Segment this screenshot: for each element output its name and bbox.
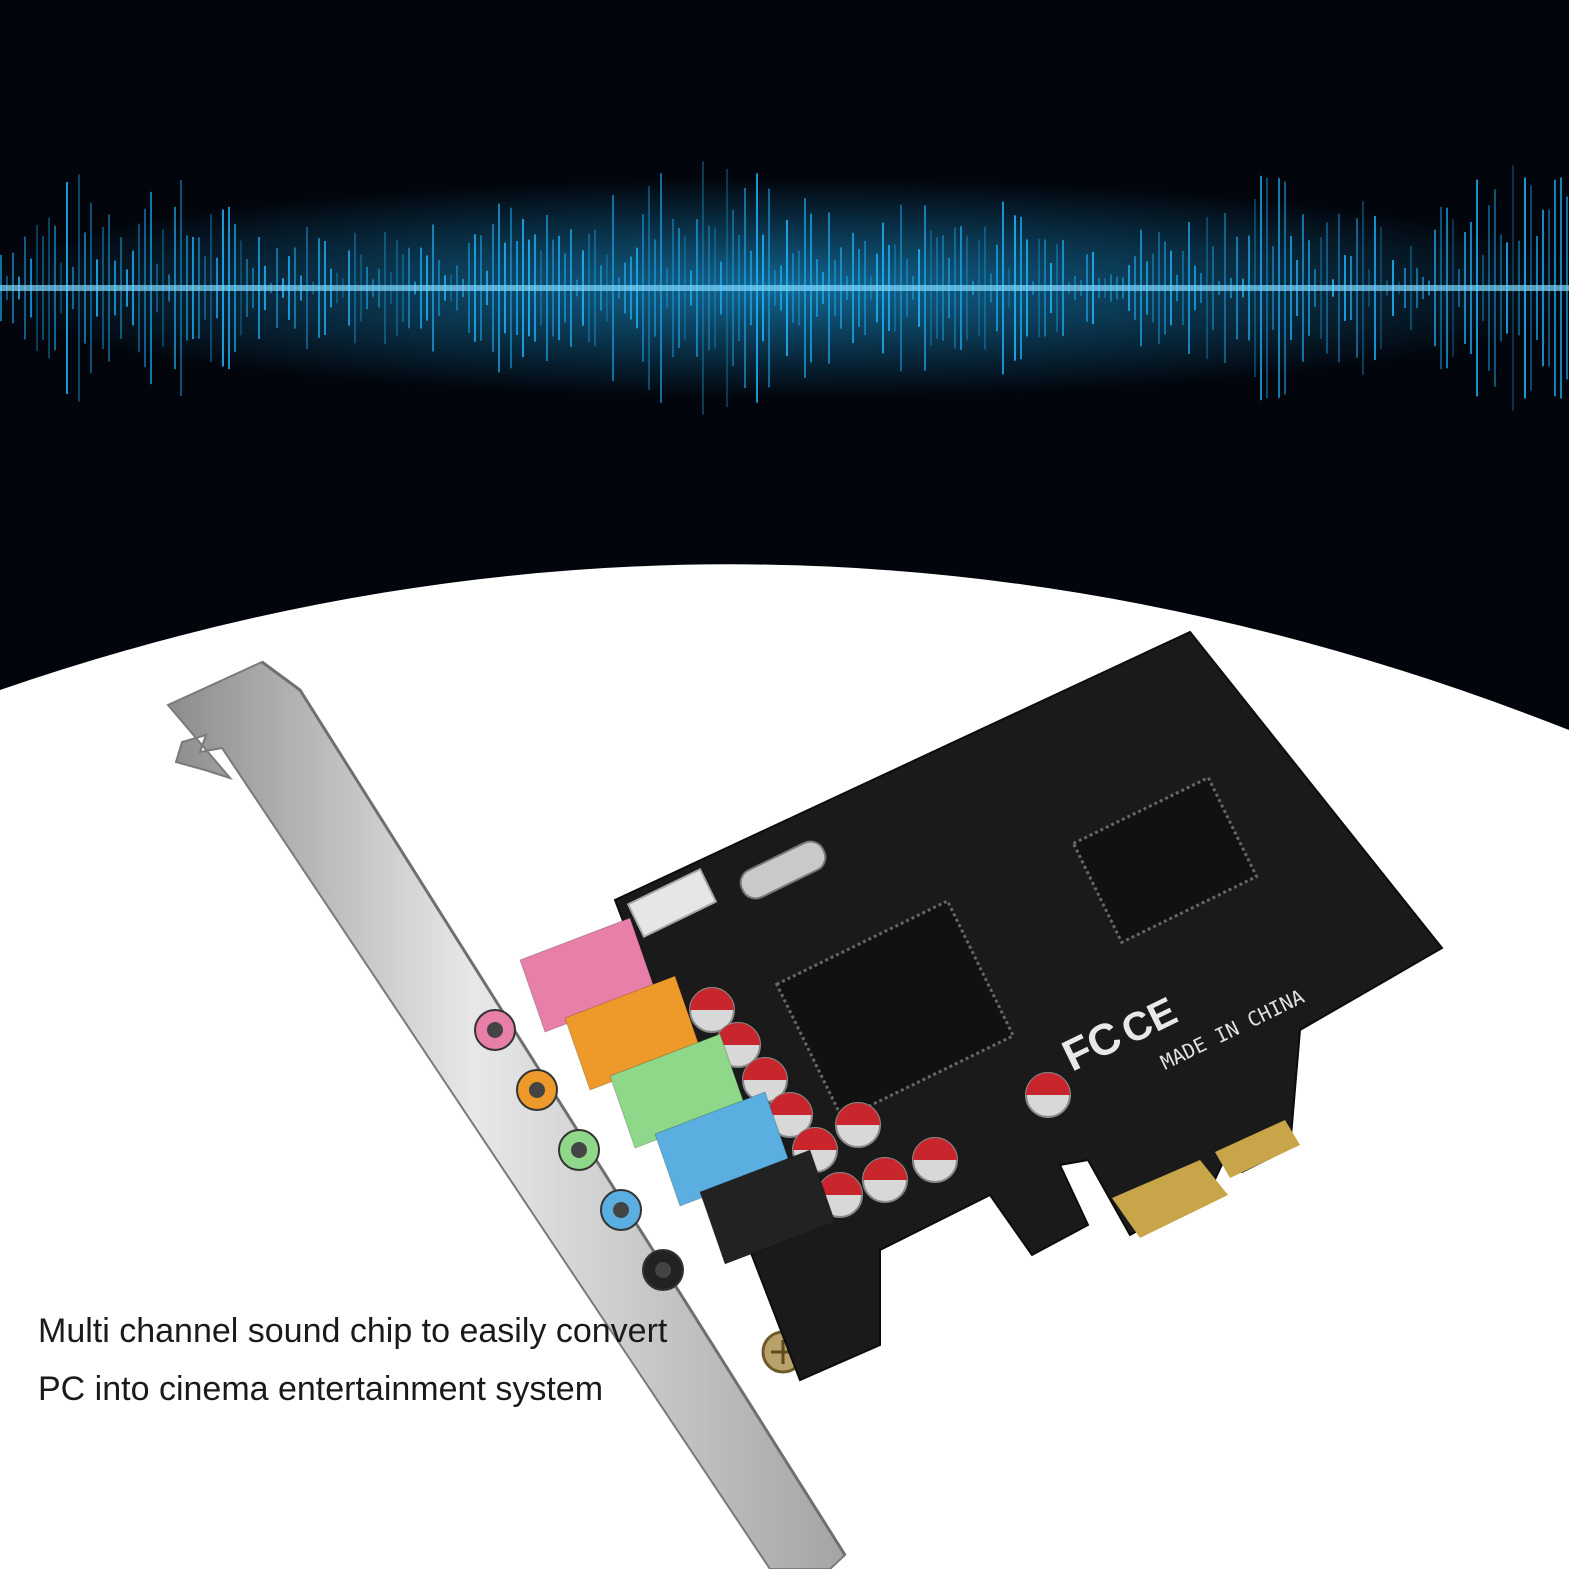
- capacitors: [689, 987, 1071, 1218]
- capacitor-mark: [1026, 1073, 1070, 1095]
- audio-jacks: [474, 917, 836, 1291]
- sound-wave: [0, 161, 1569, 415]
- jack-hole: [655, 1262, 671, 1278]
- jack-hole: [487, 1022, 503, 1038]
- jack-hole: [571, 1142, 587, 1158]
- secondary-chip: [1071, 775, 1259, 945]
- crystal-oscillator: [739, 840, 827, 900]
- pcie-contacts-short: [1215, 1120, 1300, 1178]
- capacitor-mark: [836, 1103, 880, 1125]
- capacitor-mark: [913, 1138, 957, 1160]
- capacitor-mark: [863, 1158, 907, 1180]
- jack-hole: [529, 1082, 545, 1098]
- product-caption: Multi channel sound chip to easily conve…: [38, 1312, 668, 1408]
- capacitor-mark: [768, 1093, 812, 1115]
- main-chip: [774, 898, 1016, 1122]
- pcie-contacts: [1112, 1160, 1228, 1238]
- capacitor-mark: [716, 1023, 760, 1045]
- white-connector: [626, 867, 718, 939]
- wave-centerline: [0, 285, 1569, 291]
- capacitor-mark: [743, 1058, 787, 1080]
- jack-block: [699, 1149, 836, 1265]
- jack-hole: [613, 1202, 629, 1218]
- capacitor-mark: [690, 988, 734, 1010]
- capacitor-mark: [818, 1173, 862, 1195]
- capacitor-mark: [793, 1128, 837, 1150]
